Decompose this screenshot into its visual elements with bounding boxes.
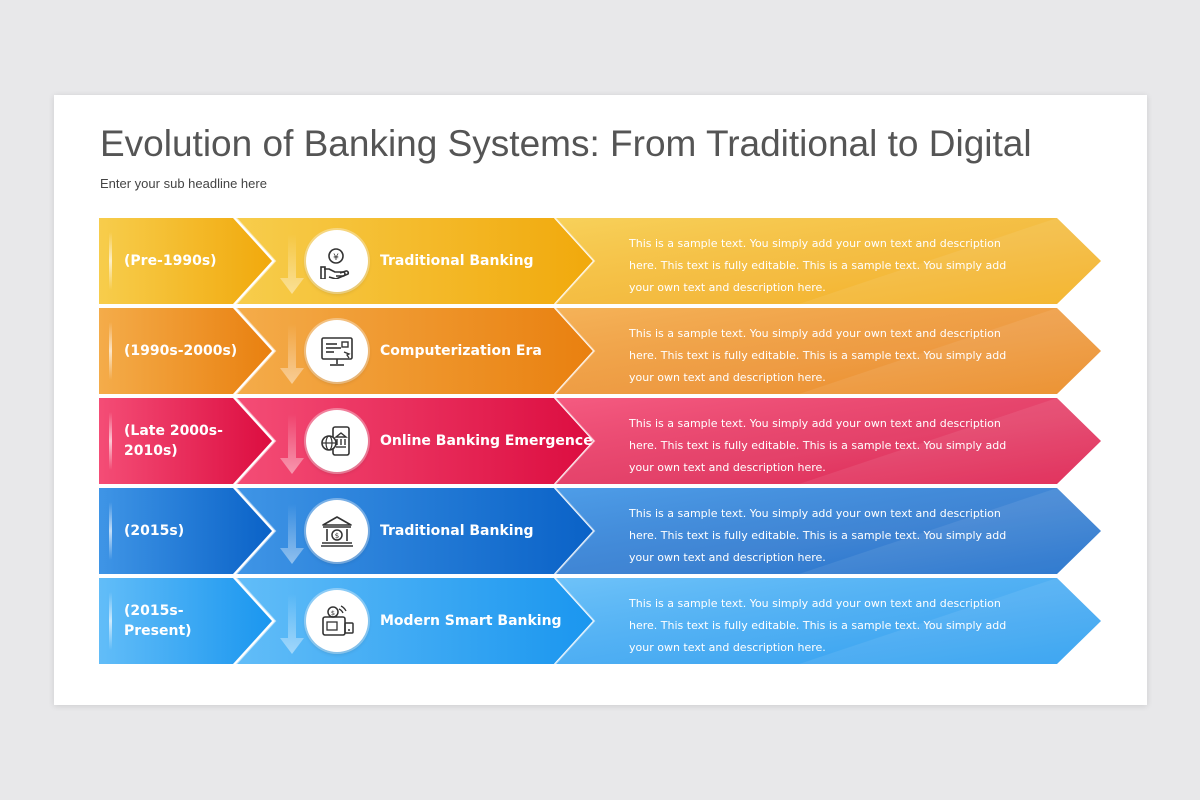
bank-building-icon-badge: $: [306, 500, 368, 562]
period-chevron: [99, 578, 272, 664]
description-arrow: [555, 578, 1101, 664]
coin-hand-icon-badge: ¥: [306, 230, 368, 292]
slide-subtitle: Enter your sub headline here: [100, 176, 267, 191]
stage-label: Traditional Banking: [380, 523, 534, 539]
edge-highlight: [109, 232, 112, 290]
stage-description: This is a sample text. You simply add yo…: [629, 237, 1007, 294]
down-arrow-icon: [280, 594, 304, 654]
down-arrow-icon: [280, 324, 304, 384]
down-arrow-icon: [280, 234, 304, 294]
stage-label: Online Banking Emergence: [380, 433, 593, 449]
description-arrow: [555, 488, 1101, 574]
timeline-row: (Pre-1990s) ¥ Traditional Banking This i…: [99, 218, 1101, 304]
slide-title: Evolution of Banking Systems: From Tradi…: [100, 123, 1032, 164]
description-arrow: [555, 308, 1101, 394]
smart-banking-device-icon-badge: $: [306, 590, 368, 652]
description-arrow: [555, 398, 1101, 484]
slide: Evolution of Banking Systems: From Tradi…: [54, 95, 1147, 705]
svg-text:¥: ¥: [333, 253, 339, 263]
period-chevron: [99, 218, 272, 304]
edge-highlight: [109, 592, 112, 650]
computer-monitor-icon-badge: [306, 320, 368, 382]
bank-building-icon: $: [321, 516, 353, 547]
edge-highlight: [109, 322, 112, 380]
svg-text:$: $: [335, 532, 339, 540]
smart-banking-device-icon: $: [322, 605, 354, 636]
edge-highlight: [109, 412, 112, 470]
period-chevron: [99, 488, 272, 574]
down-arrow-icon: [280, 504, 304, 564]
period-label: (1990s-2000s): [124, 343, 238, 359]
period-label: (Late 2000s-2010s): [124, 423, 223, 459]
timeline-row: (1990s-2000s) Computerization Era This i…: [99, 308, 1101, 394]
computer-monitor-icon: [321, 337, 353, 366]
stage-description: This is a sample text. You simply add yo…: [629, 417, 1007, 474]
stage-label: Modern Smart Banking: [380, 613, 562, 629]
timeline-row: (Late 2000s-2010s) Online Banking Emerge…: [99, 398, 1101, 484]
period-chevron: [99, 398, 272, 484]
timeline-row: (2015s-Present) $ Modern Smart Banking T…: [99, 578, 1101, 664]
timeline-row: (2015s) $ Traditional Banking This is a …: [99, 488, 1101, 574]
coin-hand-icon: ¥: [320, 248, 350, 279]
online-bank-globe-icon-badge: [306, 410, 368, 472]
period-label: (2015s): [124, 523, 185, 539]
stage-description: This is a sample text. You simply add yo…: [629, 597, 1007, 654]
stage-label: Traditional Banking: [380, 253, 534, 269]
period-label: (Pre-1990s): [124, 253, 217, 269]
edge-highlight: [109, 502, 112, 560]
period-chevron: [99, 308, 272, 394]
online-bank-globe-icon: [321, 426, 350, 456]
description-arrow: [555, 218, 1101, 304]
stage-label: Computerization Era: [380, 343, 542, 359]
stage-description: This is a sample text. You simply add yo…: [629, 507, 1007, 564]
down-arrow-icon: [280, 414, 304, 474]
stage-description: This is a sample text. You simply add yo…: [629, 327, 1007, 384]
svg-text:$: $: [331, 609, 335, 617]
period-label: (2015s-Present): [124, 603, 192, 639]
